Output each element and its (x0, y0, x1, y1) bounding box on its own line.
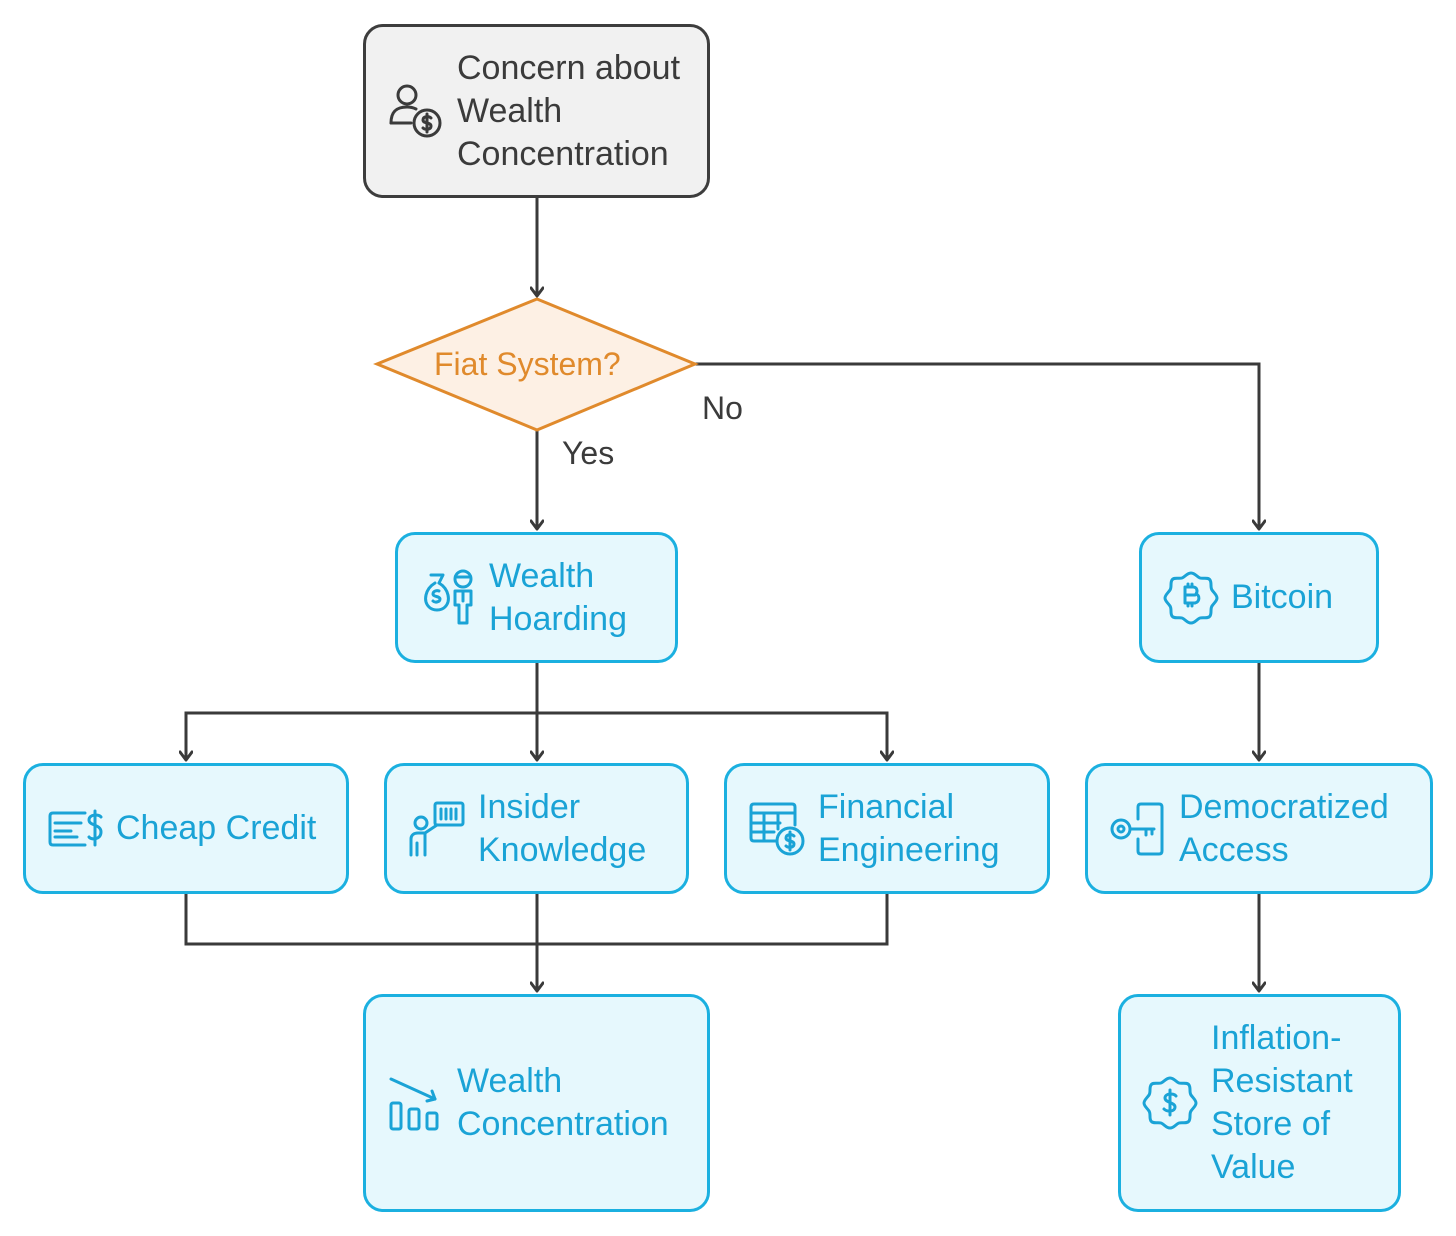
person-dollar-icon (386, 81, 444, 141)
node-wealth-hoarding[interactable]: Wealth Hoarding (395, 532, 678, 663)
presenter-board-icon (407, 799, 467, 859)
node-wealth-hoarding-label: Wealth Hoarding (489, 556, 627, 638)
credit-dollar-icon (46, 807, 106, 851)
node-cheap-credit-label: Cheap Credit (116, 809, 317, 847)
node-insider-knowledge-label: Insider Knowledge (478, 787, 647, 869)
edge-hoarding-to-engineering (537, 711, 887, 760)
node-inflation-resistant-label: Inflation-Resistant Store of Value (1211, 1019, 1353, 1186)
node-bitcoin[interactable]: Bitcoin (1139, 532, 1379, 663)
node-cheap-credit[interactable]: Cheap Credit (23, 763, 349, 894)
decision-diamond (373, 297, 699, 432)
edge-label-yes: Yes (562, 435, 615, 471)
node-inflation-resistant[interactable]: Inflation-Resistant Store of Value (1118, 994, 1401, 1212)
node-bitcoin-label: Bitcoin (1231, 578, 1334, 616)
node-financial-engineering-label: Financial Engineering (818, 787, 1000, 869)
node-financial-engineering[interactable]: Financial Engineering (724, 763, 1050, 894)
edge-hoarding-to-credit (186, 711, 537, 760)
declining-bars-icon (386, 1073, 444, 1133)
decision-label: Fiat System? (434, 346, 621, 382)
node-insider-knowledge[interactable]: Insider Knowledge (384, 763, 689, 894)
money-bag-person-icon (418, 567, 478, 629)
edge-decision-no (695, 362, 1259, 529)
spreadsheet-dollar-icon (747, 801, 807, 857)
edge-label-no: No (702, 390, 743, 426)
node-democratized-access[interactable]: Democratized Access (1085, 763, 1433, 894)
node-concern[interactable]: Concern about Wealth Concentration (363, 24, 710, 198)
node-wealth-concentration[interactable]: Wealth Concentration (363, 994, 710, 1212)
dollar-badge-icon (1141, 1074, 1199, 1132)
key-phone-icon (1108, 801, 1168, 857)
node-wealth-concentration-label: Wealth Concentration (457, 1062, 669, 1143)
node-concern-label: Concern about Wealth Concentration (457, 48, 681, 173)
node-democratized-access-label: Democratized Access (1179, 787, 1389, 869)
bitcoin-badge-icon (1162, 569, 1220, 627)
